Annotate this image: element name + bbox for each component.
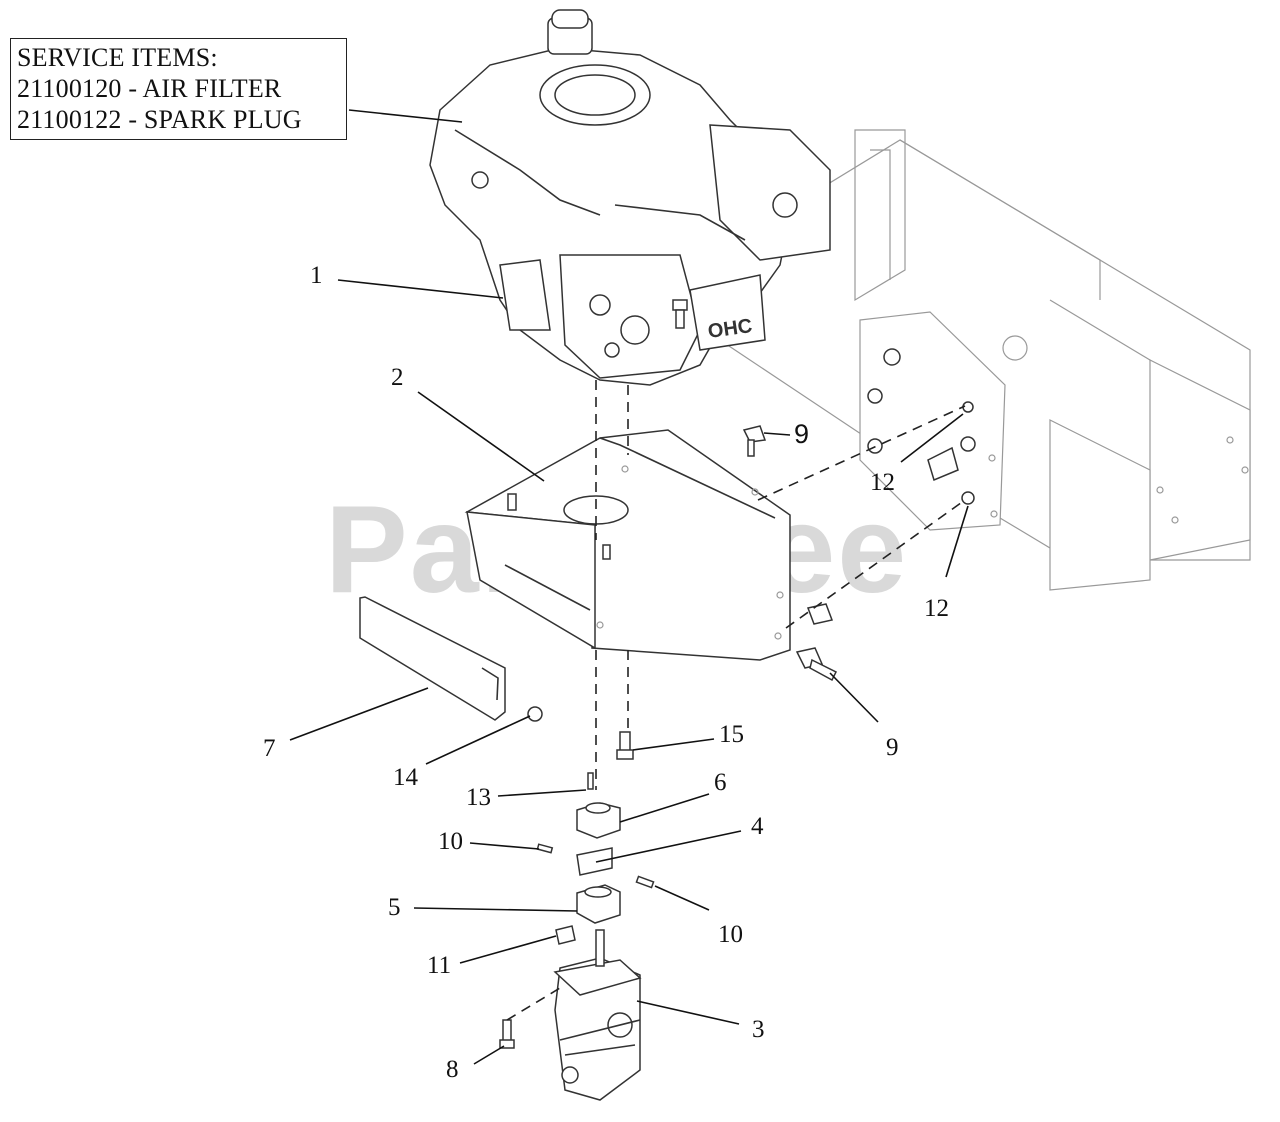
service-items-box: SERVICE ITEMS: 21100120 - AIR FILTER 211…	[10, 38, 347, 140]
callout-9-bottom[interactable]: 9	[886, 734, 899, 761]
service-items-heading: SERVICE ITEMS:	[17, 43, 218, 72]
engine: OHC	[429, 9, 831, 386]
callout-6[interactable]: 6	[714, 769, 727, 796]
callout-5[interactable]: 5	[388, 894, 401, 921]
callout-10-right[interactable]: 10	[718, 921, 743, 948]
callout-7[interactable]: 7	[263, 735, 276, 762]
callout-4[interactable]: 4	[751, 813, 764, 840]
service-item-air-filter: 21100120 - AIR FILTER	[17, 74, 282, 103]
callout-2[interactable]: 2	[391, 364, 404, 391]
callout-1[interactable]: 1	[310, 262, 323, 289]
leader-lines	[289, 109, 969, 1065]
guard-plate	[359, 596, 506, 721]
alignment-lines	[506, 380, 966, 1021]
engine-mount-plate	[464, 429, 791, 661]
callout-12-bottom[interactable]: 12	[924, 595, 949, 622]
coupler-assembly	[576, 802, 621, 924]
callout-3[interactable]: 3	[752, 1016, 765, 1043]
service-item-spark-plug: 21100122 - SPARK PLUG	[17, 105, 302, 134]
callout-15[interactable]: 15	[719, 721, 744, 748]
callout-14[interactable]: 14	[393, 764, 418, 791]
callout-10-left[interactable]: 10	[438, 828, 463, 855]
callout-12-top[interactable]: 12	[870, 469, 895, 496]
fasteners	[499, 299, 838, 1049]
callout-11[interactable]: 11	[427, 952, 452, 979]
callout-8[interactable]: 8	[446, 1056, 459, 1083]
callout-9-top[interactable]: 9	[794, 419, 810, 449]
callout-13[interactable]: 13	[466, 784, 491, 811]
hydraulic-pump	[553, 929, 642, 1101]
